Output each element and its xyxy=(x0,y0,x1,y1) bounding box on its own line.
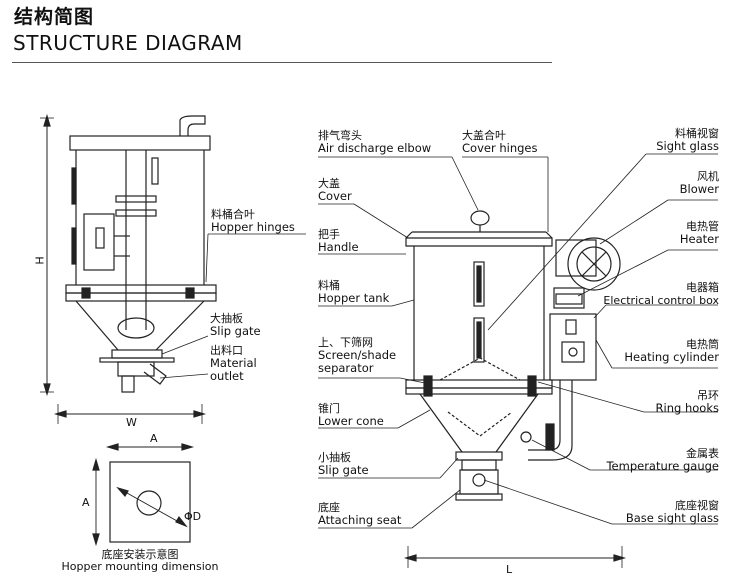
dim-width-label: W xyxy=(126,416,137,429)
left-side-view xyxy=(40,113,306,424)
label-electrical-control-box: 电器箱 Electrical control box xyxy=(603,281,719,307)
mounting-caption-en: Hopper mounting dimension xyxy=(61,560,219,573)
label-blower: 风机 Blower xyxy=(679,170,719,196)
dim-a-top-label: A xyxy=(150,432,158,445)
page-title-en: STRUCTURE DIAGRAM xyxy=(13,31,243,55)
leader-lines xyxy=(318,153,718,529)
label-hopper-hinges: 料桶合叶 Hopper hinges xyxy=(211,208,295,234)
mounting-caption-cn: 底座安装示意图 xyxy=(101,548,179,561)
dim-a-side-label: A xyxy=(82,496,90,509)
label-air-discharge-elbow: 排气弯头 Air discharge elbow xyxy=(318,129,432,155)
label-ring-hooks: 吊环 Ring hooks xyxy=(655,389,719,415)
label-attaching-seat: 底座 Attaching seat xyxy=(318,501,402,527)
dim-length-label: L xyxy=(506,563,513,576)
label-hopper-tank: 料桶 Hopper tank xyxy=(318,279,390,305)
label-material-outlet: 出料口 Material outlet xyxy=(210,344,257,383)
right-main-view xyxy=(403,210,627,568)
label-slip-gate-small: 小抽板 Slip gate xyxy=(318,451,369,477)
label-slip-gate-large: 大抽板 Slip gate xyxy=(210,312,261,338)
label-lower-cone: 锥门 Lower cone xyxy=(318,402,384,428)
dim-height-label: H xyxy=(33,256,47,265)
label-cover: 大盖 Cover xyxy=(318,177,352,203)
mounting-caption: 底座安装示意图 Hopper mounting dimension xyxy=(40,549,240,573)
label-cover-hinges: 大盖合叶 Cover hinges xyxy=(462,129,538,155)
label-heating-cylinder: 电热筒 Heating cylinder xyxy=(624,338,719,364)
label-handle: 把手 Handle xyxy=(318,228,359,254)
title-divider xyxy=(12,62,552,63)
label-sight-glass: 料桶视窗 Sight glass xyxy=(656,127,719,153)
page-title-cn: 结构简图 xyxy=(14,6,95,28)
dim-d-label: ΦD xyxy=(184,510,202,523)
label-temperature-gauge: 金属表 Temperature gauge xyxy=(606,447,719,473)
mounting-view xyxy=(92,443,195,547)
label-screen-separator: 上、下筛网 Screen/shade separator xyxy=(318,336,397,375)
label-base-sight-glass: 底座视窗 Base sight glass xyxy=(625,499,719,525)
label-heater: 电热管 Heater xyxy=(679,220,719,246)
